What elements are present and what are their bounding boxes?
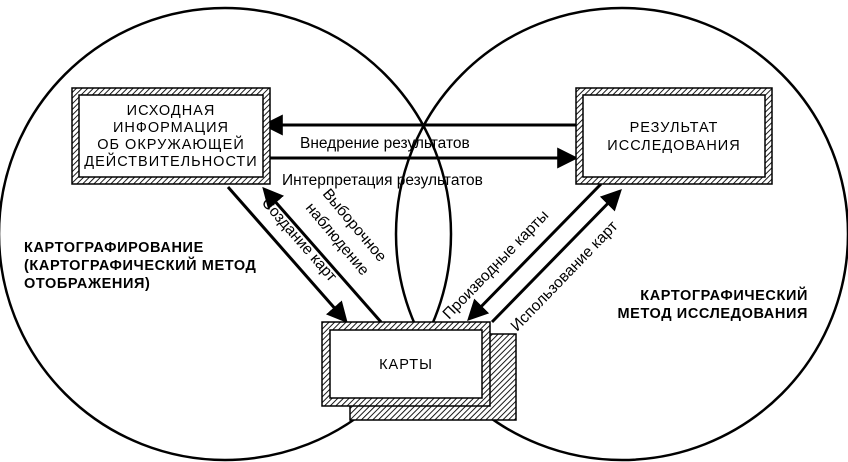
result-line-1: РЕЗУЛЬТАТ — [630, 120, 719, 136]
derived-maps-arrow — [467, 182, 603, 322]
result-line-2: ИССЛЕДОВАНИЯ — [607, 138, 740, 154]
source-info-line-4: ДЕЙСТВИТЕЛЬНОСТИ — [84, 152, 257, 170]
maps-box: КАРТЫ — [321, 321, 517, 421]
source-info-box: ИСХОДНАЯ ИНФОРМАЦИЯ ОБ ОКРУЖАЮЩЕЙ ДЕЙСТВ… — [71, 87, 271, 185]
right-region-line-1: КАРТОГРАФИЧЕСКИЙ — [640, 286, 808, 304]
sample-observation-arrow — [262, 186, 383, 323]
right-region-line-2: МЕТОД ИССЛЕДОВАНИЯ — [618, 306, 809, 322]
maps-label: КАРТЫ — [379, 357, 433, 373]
left-region-line-2: (КАРТОГРАФИЧЕСКИЙ МЕТОД — [24, 256, 257, 274]
result-box: РЕЗУЛЬТАТ ИССЛЕДОВАНИЯ — [575, 87, 773, 185]
map-creation-arrow — [226, 186, 348, 324]
interpretation-label: Интерпретация результатов — [282, 172, 483, 189]
implementation-label: Внедрение результатов — [300, 135, 470, 152]
left-circle — [0, 6, 453, 462]
source-info-line-2: ИНФОРМАЦИЯ — [113, 120, 229, 136]
map-use-arrow — [490, 188, 622, 324]
source-info-line-3: ОБ ОКРУЖАЮЩЕЙ — [97, 135, 245, 153]
left-region-line-1: КАРТОГРАФИРОВАНИЕ — [24, 240, 204, 256]
source-info-line-1: ИСХОДНАЯ — [127, 103, 216, 119]
left-region-line-3: ОТОБРАЖЕНИЯ) — [24, 276, 150, 292]
right-circle — [394, 6, 848, 462]
